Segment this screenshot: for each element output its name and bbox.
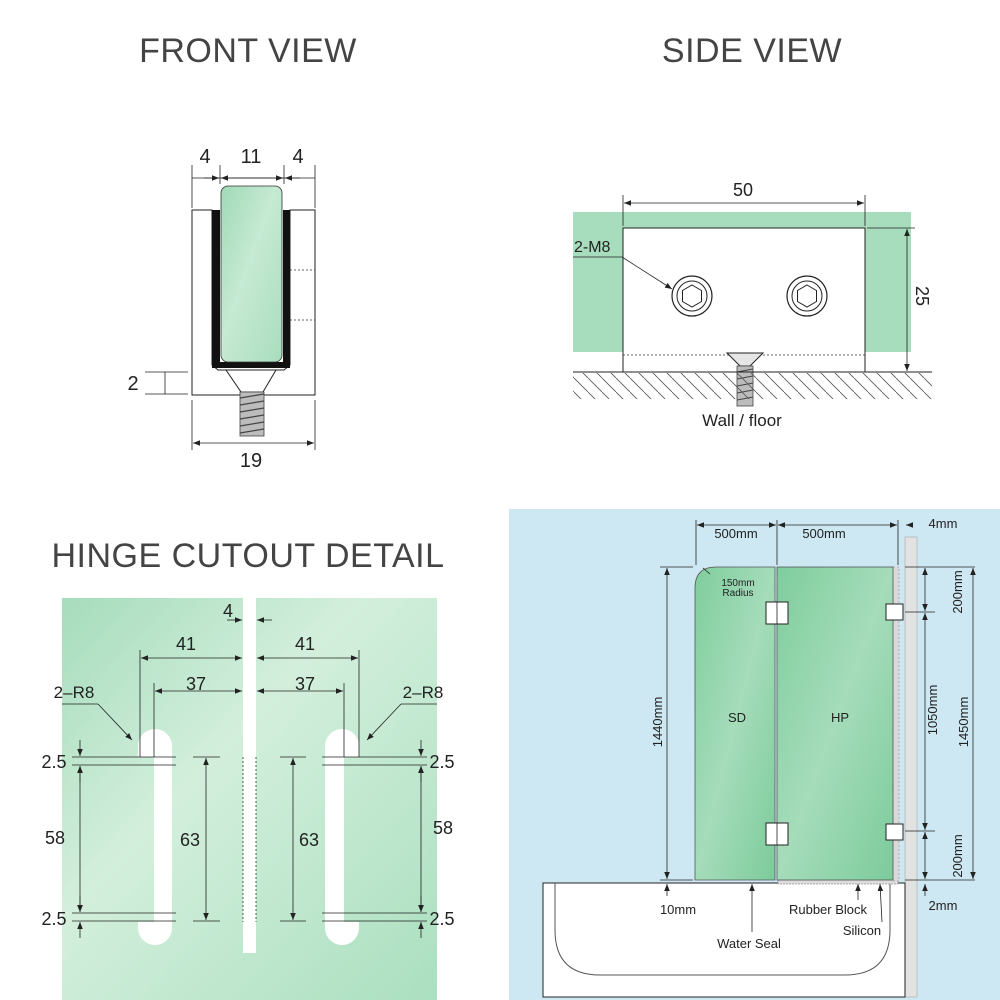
right-outer-label: 41 <box>295 634 315 654</box>
radius-right-label: 2–R8 <box>403 683 444 702</box>
hinge-bottom-label: 200mm <box>950 834 965 877</box>
installation-view: 500mm 500mm 4mm 150mm Radius SD HP 1440m… <box>509 509 1000 1000</box>
wall-hinge-icon <box>885 603 904 621</box>
height-total-label: 1450mm <box>956 697 971 748</box>
cut-left-label: 63 <box>180 830 200 850</box>
top-left-margin-label: 2.5 <box>41 752 66 772</box>
bottom-left-margin-label: 2.5 <box>41 909 66 929</box>
left-outer-label: 41 <box>176 634 196 654</box>
front-view: 4 11 4 2 19 <box>127 146 316 472</box>
gap-label: 4 <box>223 601 233 621</box>
width-right-label: 500mm <box>802 526 845 541</box>
hinge-middle-label: 1050mm <box>925 685 940 736</box>
surface-label: Wall / floor <box>702 411 782 430</box>
water-seal-label: Water Seal <box>717 936 781 951</box>
hinge-detail-title: HINGE CUTOUT DETAIL <box>52 537 445 575</box>
right-height-label: 58 <box>433 818 453 838</box>
hinge-top-label: 200mm <box>950 570 965 613</box>
hex-bolt-icon <box>682 284 702 308</box>
rubber-block-label: Rubber Block <box>789 902 868 917</box>
gap-top-label: 4mm <box>929 516 958 531</box>
panel-right-label: HP <box>831 710 849 725</box>
dim-length-label: 50 <box>733 180 753 200</box>
left-height-label: 58 <box>45 828 65 848</box>
hinge-cutout-detail: 4 41 41 37 37 2–R8 2–R8 <box>41 598 455 1000</box>
side-view-title: SIDE VIEW <box>662 32 842 70</box>
side-wall <box>904 536 918 998</box>
bottom-gap-label: 10mm <box>660 902 696 917</box>
panel-sd <box>694 566 776 881</box>
gap-bottom-label: 2mm <box>929 898 958 913</box>
width-left-label: 500mm <box>714 526 757 541</box>
dim-width-label: 19 <box>240 450 262 472</box>
side-view: 50 25 2-M8 Wall / floor <box>573 180 932 430</box>
panel-hp <box>776 566 894 881</box>
cut-right-label: 63 <box>299 830 319 850</box>
channel-body <box>622 227 866 373</box>
rubber-liner <box>212 210 290 368</box>
height-left-label: 1440mm <box>650 697 665 748</box>
corner-radius-label: 150mm <box>721 578 754 589</box>
dim-height-label: 2 <box>127 373 138 395</box>
bolt-label: 2-M8 <box>574 239 611 256</box>
left-inner-label: 37 <box>186 674 206 694</box>
wall-hinge-icon <box>885 823 904 841</box>
radius-left-label: 2–R8 <box>54 683 95 702</box>
bottom-right-margin-label: 2.5 <box>429 909 454 929</box>
dim-height-label: 25 <box>912 286 932 306</box>
dim-left-label: 4 <box>199 146 210 168</box>
hex-bolt-icon <box>797 284 817 308</box>
right-inner-label: 37 <box>295 674 315 694</box>
glass-pane <box>220 185 283 363</box>
dim-right-label: 4 <box>292 146 303 168</box>
front-view-title: FRONT VIEW <box>139 32 357 70</box>
screw <box>239 391 265 437</box>
panel-left-label: SD <box>728 710 746 725</box>
wall-floor-hatch <box>573 373 932 399</box>
silicon-strip <box>892 566 900 882</box>
corner-radius-sub-label: Radius <box>722 588 753 599</box>
silicon-label: Silicon <box>843 923 881 938</box>
top-right-margin-label: 2.5 <box>429 752 454 772</box>
dim-center-label: 11 <box>241 146 262 168</box>
